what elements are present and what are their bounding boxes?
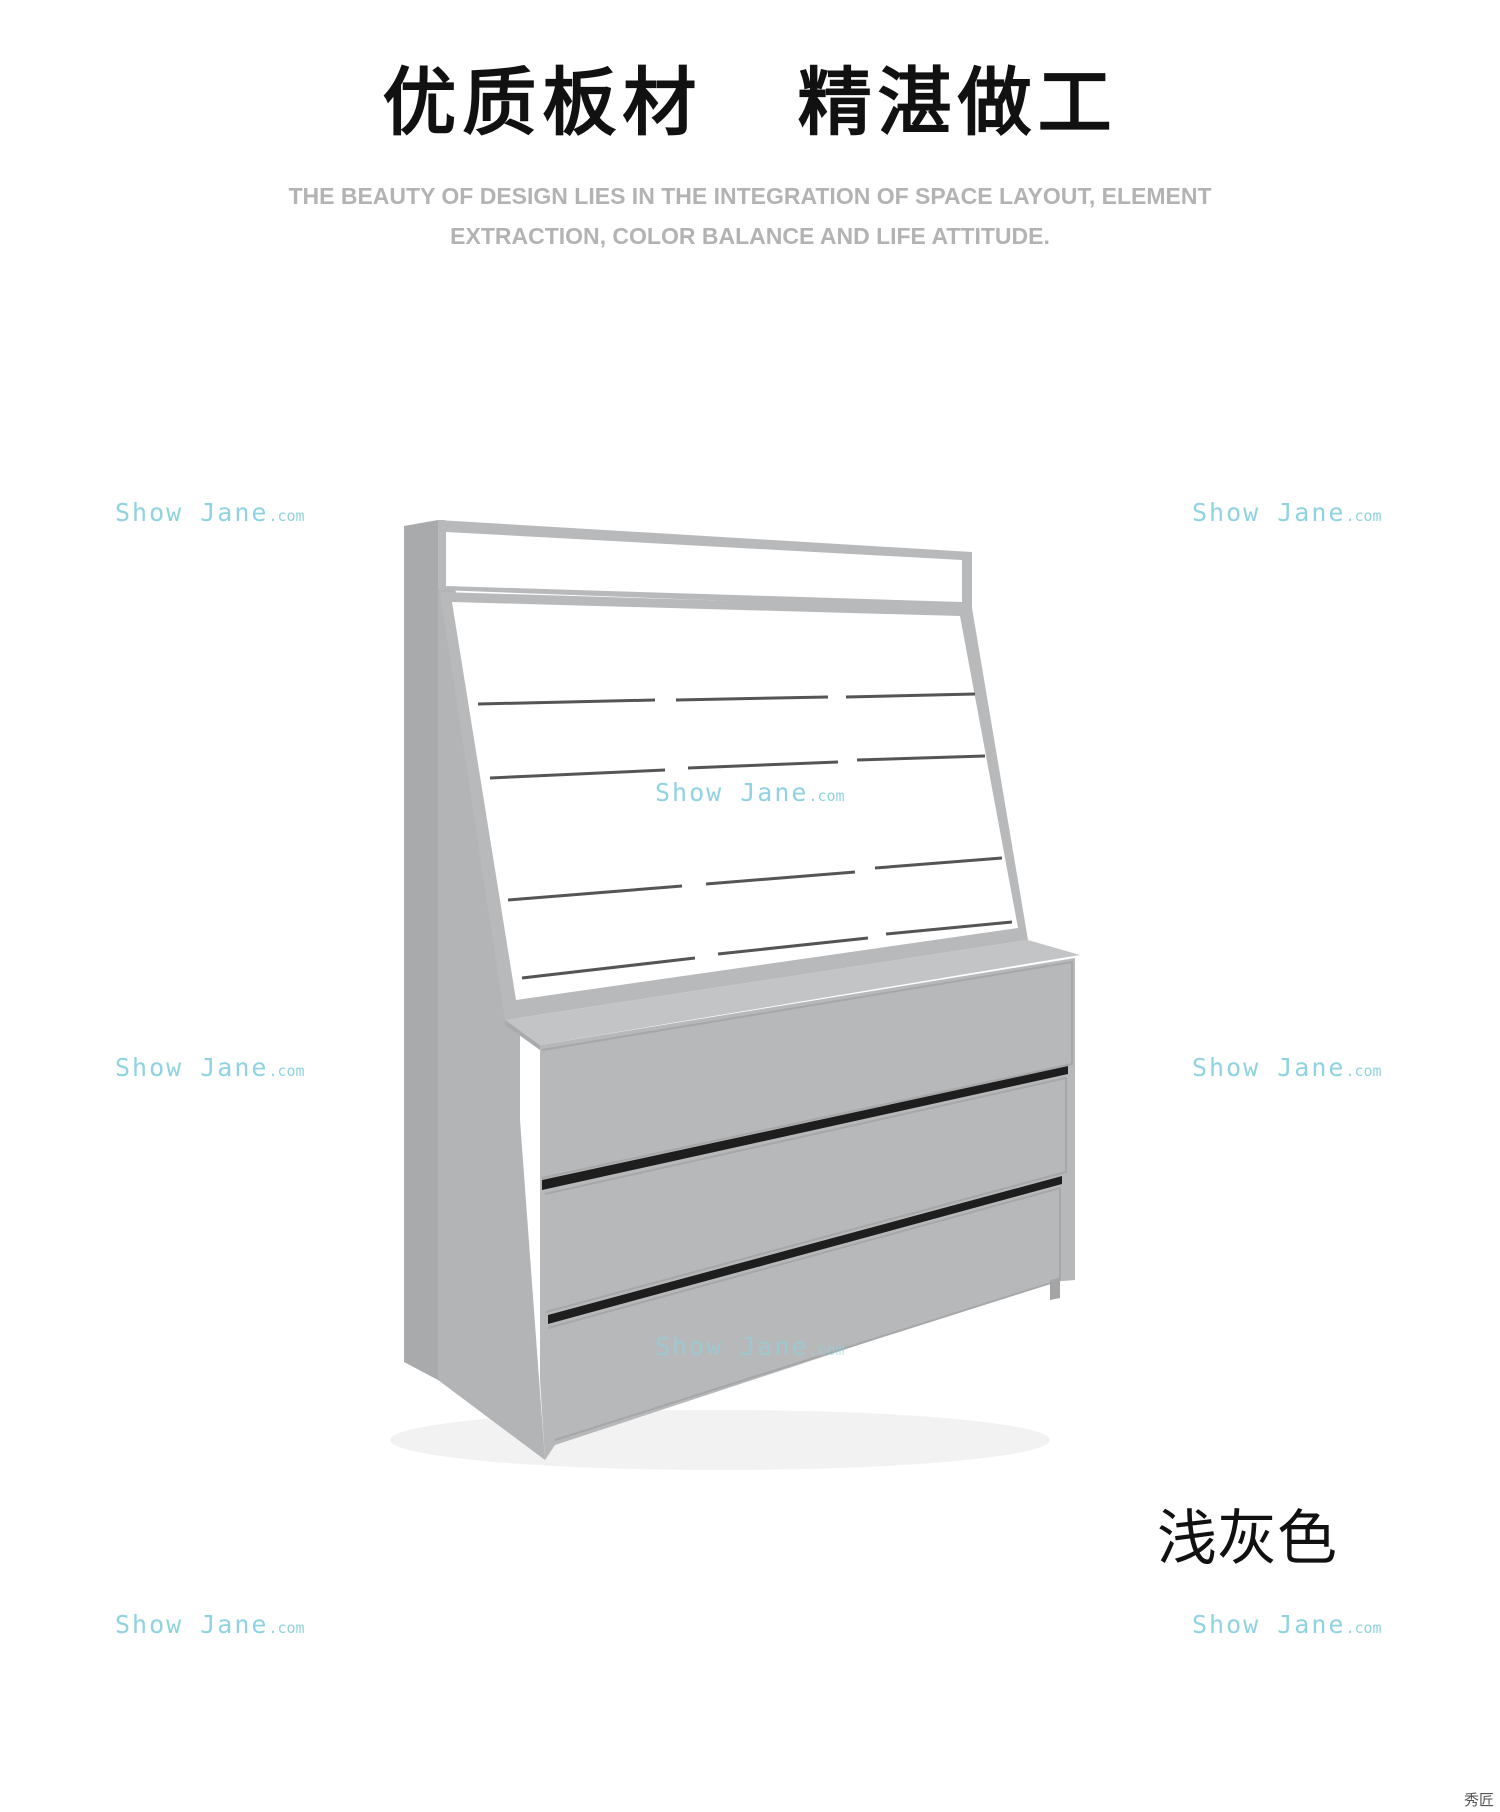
shelf-rail bbox=[874, 856, 1003, 870]
shelf-rail bbox=[687, 760, 839, 770]
drawer-front-1 bbox=[541, 960, 1073, 1179]
watermark: Show Jane.com bbox=[115, 498, 305, 527]
drawer-front-2 bbox=[544, 1076, 1067, 1313]
watermark: Show Jane.com bbox=[115, 1053, 305, 1082]
counter-top bbox=[505, 940, 1080, 1045]
counter-top-edge bbox=[505, 1020, 540, 1050]
drawer-front-3 bbox=[547, 1186, 1061, 1441]
shelf-rail bbox=[507, 884, 683, 902]
shelf-rail bbox=[856, 754, 986, 762]
cabinet-left-side bbox=[404, 520, 438, 1380]
shelf-rail bbox=[705, 870, 856, 886]
color-label: 浅灰色 bbox=[1157, 1504, 1337, 1574]
watermark: Show Jane.com bbox=[1192, 498, 1382, 527]
drawer-gap bbox=[542, 1066, 1068, 1190]
watermark: Show Jane.com bbox=[655, 1332, 845, 1361]
plinth bbox=[1050, 1278, 1060, 1300]
shelf-rail bbox=[521, 956, 696, 980]
shelf-rail bbox=[489, 768, 666, 780]
shelf-rail bbox=[675, 695, 829, 702]
top-light-box-panel bbox=[446, 532, 962, 602]
watermark: Show Jane.com bbox=[115, 1610, 305, 1639]
shelf-rail bbox=[885, 920, 1013, 936]
subtitle: THE BEAUTY OF DESIGN LIES IN THE INTEGRA… bbox=[0, 176, 1500, 256]
brand-mark: 秀匠 bbox=[1463, 1791, 1494, 1809]
drawer-gap bbox=[548, 1176, 1062, 1324]
floor-shadow bbox=[390, 1410, 1050, 1470]
watermark: Show Jane.com bbox=[1192, 1610, 1382, 1639]
watermark: Show Jane.com bbox=[1192, 1053, 1382, 1082]
page-title: 优质板材 精湛做工 bbox=[382, 60, 1118, 146]
cabinet-side-front bbox=[438, 520, 545, 1460]
shelf-rail bbox=[717, 936, 869, 956]
subtitle-line-2: EXTRACTION, COLOR BALANCE AND LIFE ATTIT… bbox=[450, 223, 1050, 249]
shelf-rail bbox=[477, 698, 656, 706]
watermark: Show Jane.com bbox=[655, 778, 845, 807]
subtitle-line-1: THE BEAUTY OF DESIGN LIES IN THE INTEGRA… bbox=[288, 183, 1212, 209]
shelf-rail bbox=[845, 692, 976, 699]
drawer-body bbox=[540, 958, 1075, 1460]
